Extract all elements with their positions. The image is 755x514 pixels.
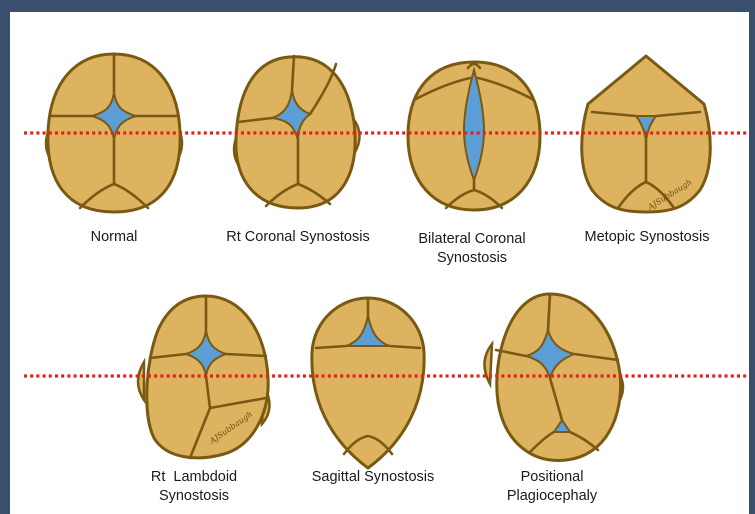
caption-normal: Normal [64,228,164,247]
skull-sagittal [312,298,424,468]
caption-bilateral-coronal: Bilateral Coronal Synostosis [392,230,552,268]
caption-sagittal: Sagittal Synostosis [288,468,458,487]
skull-shapes-diagram: AJSubbaugh AJSubbaugh [10,12,749,514]
caption-rt-lambdoid: Rt Lambdoid Synostosis [134,468,254,506]
caption-rt-coronal: Rt Coronal Synostosis [198,228,398,247]
caption-metopic: Metopic Synostosis [562,228,732,247]
skull-bilateral-coronal [408,62,540,210]
caption-positional: Positional Plagiocephaly [492,468,612,506]
diagram-frame: AJSubbaugh AJSubbaugh [10,12,749,514]
